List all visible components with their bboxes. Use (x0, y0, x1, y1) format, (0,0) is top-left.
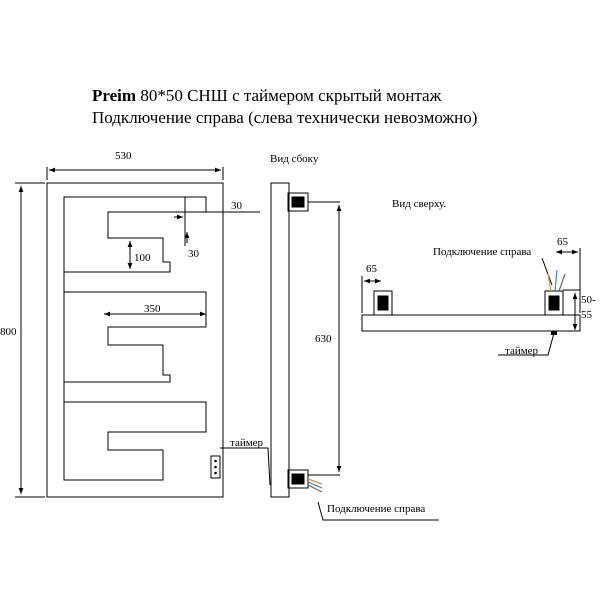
dim-height-label: 800 (0, 326, 17, 338)
diagram-title: Preim 80*50 СНШ с таймером скрытый монта… (92, 86, 441, 106)
dim-depth-bottom-label: 55 (581, 309, 593, 321)
front-view (15, 167, 260, 498)
dim-pipe-label: 30 (188, 248, 200, 260)
dim-offset-label: 30 (231, 200, 243, 212)
dim-top-left-label: 65 (366, 263, 378, 275)
left-connector (373, 290, 393, 316)
side-connection-label: Подключение справа (327, 503, 425, 515)
dim-bar-label: 350 (144, 303, 161, 315)
brand-name: Preim (92, 86, 137, 105)
diagram-subtitle: Подключение справа (слева технически нев… (92, 108, 478, 127)
right-connector (544, 290, 564, 316)
side-view-label: Вид сбоку (270, 153, 319, 165)
radiator-outline (46, 182, 224, 498)
top-view-label: Вид сверху. (392, 198, 446, 210)
wires (307, 478, 323, 493)
dim-width-label: 530 (115, 150, 132, 162)
top-connection-label: Подключение справа (433, 246, 531, 258)
dim-top-right-label: 65 (557, 236, 569, 248)
top-wires (547, 269, 566, 292)
timer-dots (214, 459, 217, 475)
side-view (255, 182, 439, 521)
top-view (361, 248, 581, 356)
dim-mount-label: 630 (315, 333, 332, 345)
top-timer-label: таймер (505, 345, 539, 357)
model-name: 80*50 СНШ с таймером скрытый монтаж (136, 86, 442, 105)
top-panel (361, 314, 581, 332)
radiator-serpentine (63, 196, 207, 481)
dim-gap-label: 100 (134, 252, 151, 264)
front-timer-label: таймер (230, 437, 264, 449)
timer-marker (551, 331, 557, 335)
dim-depth-top-label: 50- (581, 294, 596, 306)
side-panel (270, 182, 290, 498)
